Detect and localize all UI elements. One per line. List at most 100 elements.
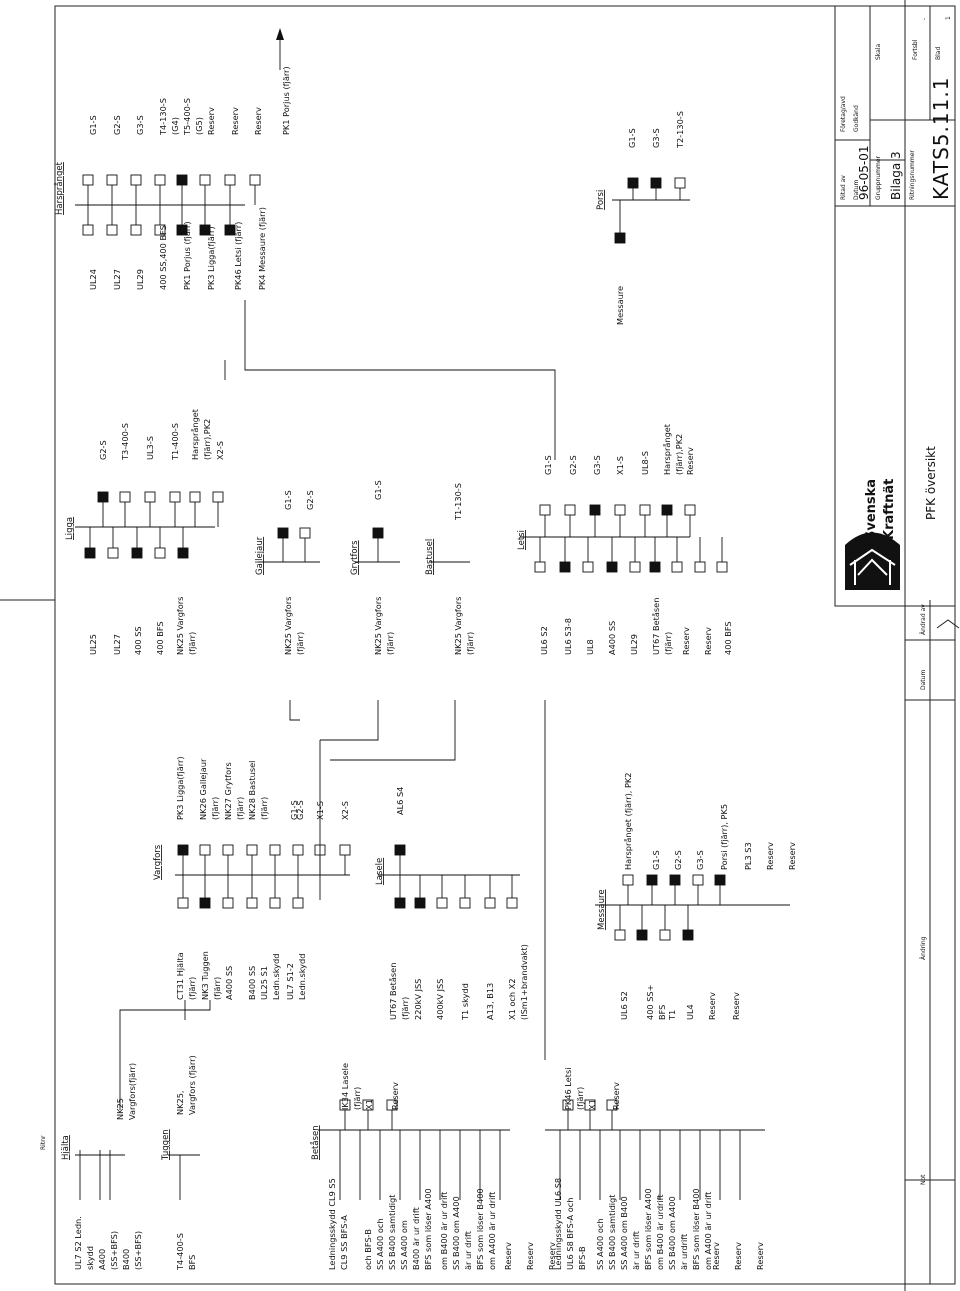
relay-box-filled-icon	[589, 504, 601, 516]
relay-box-icon	[339, 844, 351, 856]
title-row-label: Företag/avd	[840, 96, 847, 132]
relay-box-filled-icon	[277, 527, 289, 539]
right-label: (fjärr),PK2	[202, 419, 212, 460]
relay-box-filled-icon	[177, 844, 189, 856]
left-label: SS A400 och	[595, 1218, 605, 1270]
left-label: T1	[667, 1010, 677, 1021]
relay-box-icon	[269, 844, 281, 856]
title-row-label: Fortsbl	[912, 39, 919, 60]
left-label: NK25 Vargfors	[175, 597, 185, 655]
relay-box-filled-icon	[649, 561, 661, 573]
right-label: X1-S	[615, 456, 625, 475]
left-label: Reserv	[525, 1242, 535, 1270]
relay-box-icon	[629, 561, 641, 573]
relay-box-icon	[614, 929, 626, 941]
right-label: (fjärr)	[210, 797, 220, 820]
relay-box-icon	[154, 174, 166, 186]
right-label: X2-S	[215, 441, 225, 460]
left-label: BFS	[187, 1255, 197, 1270]
connection-line	[289, 700, 300, 721]
relay-box-filled-icon	[372, 527, 384, 539]
relay-box-filled-icon	[669, 874, 681, 886]
relay-box-filled-icon	[176, 224, 188, 236]
right-label: X1	[587, 1099, 597, 1110]
left-label: UL27	[112, 634, 122, 655]
station-title: Harsprånget	[54, 161, 65, 215]
left-label: Reserv	[755, 1242, 765, 1270]
left-label: Reserv	[711, 1242, 721, 1270]
right-label: Harsprånget	[190, 408, 200, 460]
station-title: Vargfors	[153, 844, 163, 880]
left-label: om A400 är ur drift	[487, 1191, 497, 1270]
left-label: SS B400 om A400	[667, 1196, 677, 1270]
left-label: NK3 Tuggen	[200, 951, 210, 1000]
left-label: 400 SS	[133, 626, 143, 655]
relay-box-filled-icon	[199, 897, 211, 909]
right-label: Porsi (fjärr), PK5	[719, 804, 729, 870]
left-label: Reserv	[733, 1242, 743, 1270]
relay-box-icon	[82, 224, 94, 236]
relay-box-filled-icon	[394, 897, 406, 909]
relay-box-filled-icon	[224, 224, 236, 236]
station-title: Ligga	[65, 517, 75, 540]
company-name: Kraftnät	[882, 479, 897, 540]
left-label: PK3 Ligga(fjärr)	[206, 226, 216, 290]
right-label: G1-S	[283, 490, 293, 510]
relay-box-icon	[436, 897, 448, 909]
left-label: A400	[97, 1249, 107, 1270]
left-label: 220kV JSS	[413, 979, 423, 1020]
arrow-up-icon	[276, 28, 284, 40]
right-label: T5-400-S	[182, 98, 192, 136]
right-label: PK1 Porjus (fjärr)	[281, 66, 291, 135]
left-label: UL25 S1	[259, 966, 269, 1000]
title-row-label: -	[921, 18, 928, 20]
relay-box-icon	[222, 844, 234, 856]
relay-box-filled-icon	[606, 561, 618, 573]
relay-box-icon	[222, 897, 234, 909]
right-label: Reserv	[765, 842, 775, 870]
margin-label: Ritnr	[40, 1135, 47, 1150]
left-label: UT67 Betåsen	[388, 963, 398, 1020]
station-title: Porsi	[596, 190, 606, 210]
left-label: B400 är ur drift	[411, 1206, 421, 1270]
relay-box-filled-icon	[661, 504, 673, 516]
left-label: UL24	[88, 269, 98, 290]
right-label: PK3 Ligga(fjärr)	[175, 756, 185, 820]
revision-strip: Not Ändring Datum Ändrad av	[904, 150, 960, 1284]
left-label: UL29	[629, 634, 639, 655]
left-label: Reserv	[681, 627, 691, 655]
left-label: är ur drift	[463, 1230, 473, 1270]
left-label: och BFS-B	[363, 1229, 373, 1270]
sheet-number: 1	[945, 16, 952, 20]
right-label: Reserv	[206, 107, 216, 135]
relay-box-icon	[169, 491, 181, 503]
relay-box-icon	[562, 1099, 574, 1111]
left-label: B400	[121, 1249, 131, 1270]
station-title: Lasele	[375, 858, 385, 885]
left-label: UL7 S1-2	[285, 963, 295, 1000]
title-row-label: Blad	[935, 47, 942, 60]
left-label: SS B400 om A400	[451, 1196, 461, 1270]
right-label: Reserv	[787, 842, 797, 870]
relay-box-filled-icon	[714, 874, 726, 886]
station-title: Gallejaur	[255, 536, 265, 575]
left-label: UL4	[685, 1004, 695, 1020]
relay-box-icon	[716, 561, 728, 573]
left-label: Reserv	[503, 1242, 513, 1270]
right-label: (G4)	[170, 117, 180, 135]
title-row-label: Ritningsnummer	[909, 150, 916, 200]
group-value: Bilaga 3	[889, 151, 903, 200]
relay-box-icon	[199, 174, 211, 186]
relay-box-icon	[106, 174, 118, 186]
relay-box-icon	[614, 504, 626, 516]
relay-box-icon	[249, 174, 261, 186]
right-label: G2-S	[305, 490, 315, 510]
drawing-number: KATS5.11.1	[929, 77, 953, 200]
left-label: SS B400 samtidigt	[387, 1194, 397, 1270]
left-label: (SS+BFS)	[133, 1231, 143, 1270]
relay-box-icon	[582, 561, 594, 573]
